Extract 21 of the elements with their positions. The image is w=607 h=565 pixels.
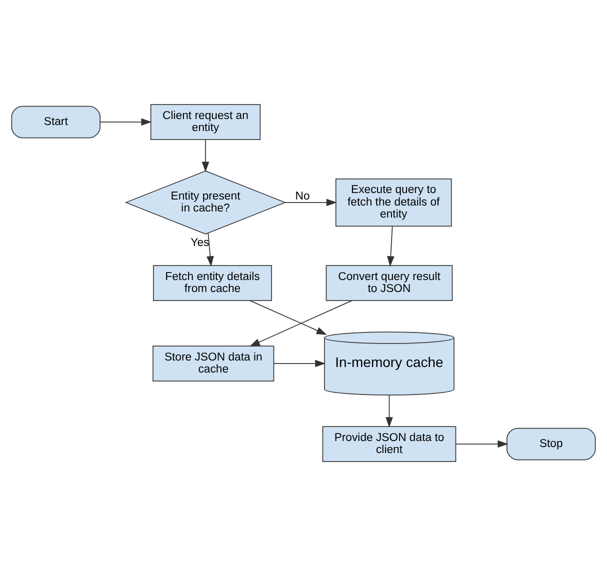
arrow — [387, 225, 394, 266]
arrow — [202, 138, 210, 172]
node-box: Execute query to fetch the details of entity — [335, 178, 452, 226]
arrow — [100, 118, 152, 126]
arrow — [249, 300, 352, 346]
node-box: Store JSON data in cache — [152, 345, 274, 381]
node-box: Fetch entity details from cache — [153, 264, 272, 300]
arrow — [273, 359, 326, 367]
node-box: Convert query result to JSON — [326, 264, 453, 300]
node-box: Stop — [506, 427, 596, 460]
arrow — [386, 394, 393, 428]
node-diamond: Entity present in cache? — [124, 170, 286, 234]
arrow — [250, 300, 327, 334]
node-box: Start — [11, 105, 100, 138]
node-box: Client request an entity — [150, 104, 261, 140]
edge-label: No — [295, 190, 310, 202]
arrow — [206, 232, 214, 266]
arrow — [284, 198, 337, 206]
edge-label: Yes — [190, 236, 210, 249]
arrow — [456, 440, 508, 448]
node-box: Provide JSON data to client — [322, 426, 456, 462]
